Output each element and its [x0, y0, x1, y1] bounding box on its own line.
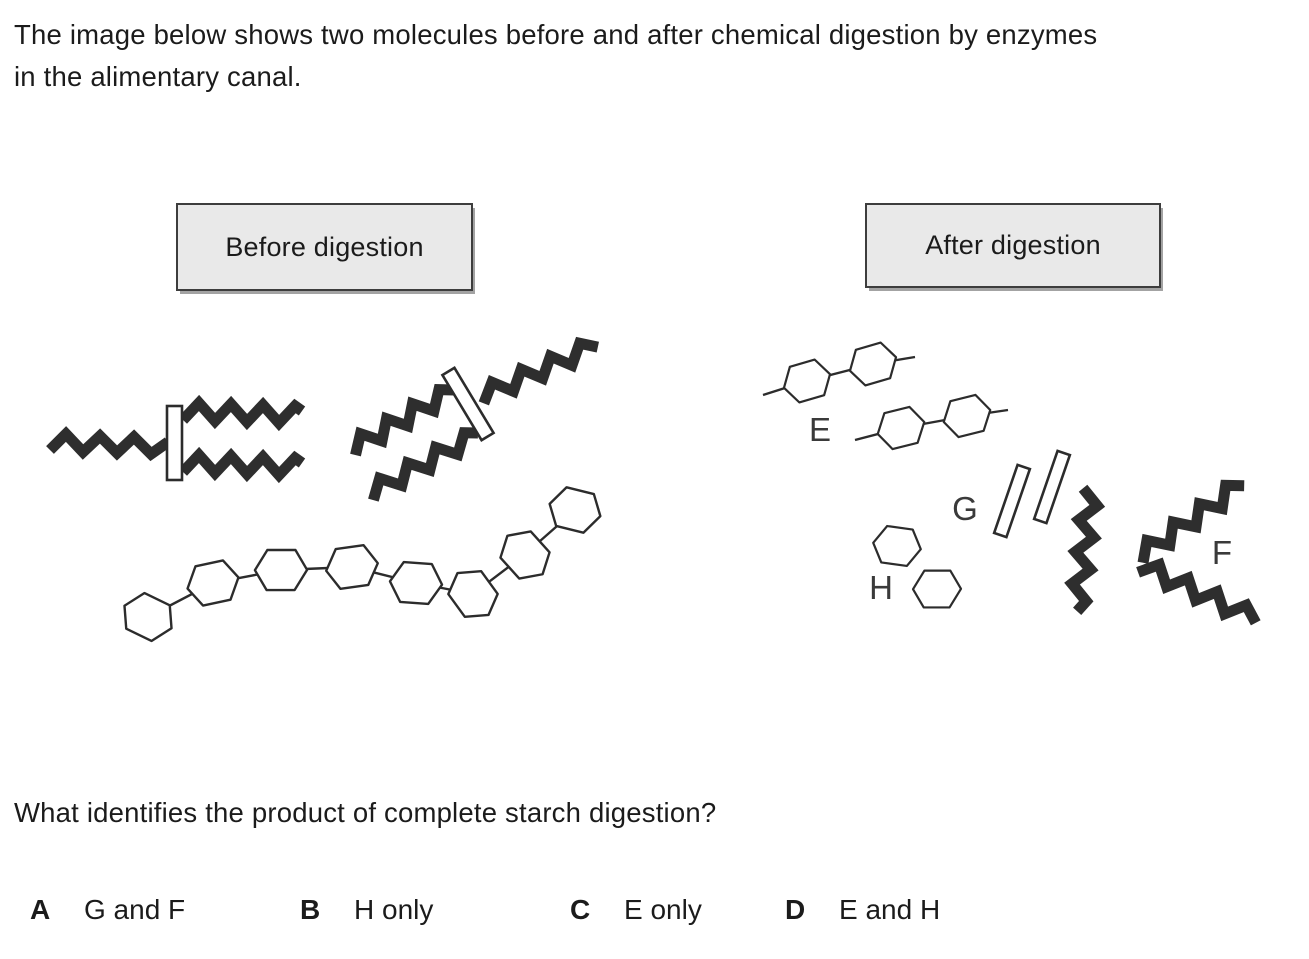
glucose-ring	[183, 557, 243, 609]
fatty-acid-chain	[1136, 557, 1261, 626]
glucose-ring	[386, 557, 446, 609]
after-disaccharides-e: E	[762, 339, 1009, 453]
label-h: H	[869, 569, 893, 606]
after-digestion-label-box: After digestion	[865, 203, 1161, 288]
option-c[interactable]: C E only	[570, 894, 702, 926]
sugar-ring	[910, 566, 964, 612]
glucose-ring	[252, 546, 310, 594]
after-glucose-h: H	[868, 521, 964, 612]
glycerol-bar	[440, 366, 496, 442]
option-b-letter: B	[300, 894, 321, 925]
glucose-ring	[440, 559, 506, 629]
before-fat-molecule-diagonal	[350, 336, 600, 502]
option-d[interactable]: D E and H	[785, 894, 940, 926]
fatty-acid-chain	[1064, 484, 1106, 616]
after-digestion-label: After digestion	[925, 230, 1101, 260]
before-digestion-label-box: Before digestion	[176, 203, 473, 291]
after-fatty-acids-f: F	[1064, 479, 1261, 626]
glycerol-bar	[1032, 449, 1072, 525]
fatty-acid-chain	[178, 446, 306, 484]
fatty-acid-chain	[350, 383, 455, 457]
before-fat-molecule-horizontal	[46, 394, 306, 484]
question-intro: The image below shows two molecules befo…	[14, 14, 1097, 98]
question-text: What identifies the product of complete …	[14, 797, 717, 828]
option-a-letter: A	[30, 894, 51, 925]
label-e: E	[809, 411, 831, 448]
option-c-letter: C	[570, 894, 591, 925]
intro-line-2: in the alimentary canal.	[14, 61, 302, 92]
before-starch-molecule	[113, 480, 608, 650]
sugar-ring	[868, 521, 926, 571]
option-d-text: E and H	[839, 894, 941, 925]
fatty-acid-chain	[368, 427, 479, 502]
option-a[interactable]: A G and F	[30, 894, 185, 926]
sugar-ring	[844, 339, 902, 389]
sugar-ring	[872, 403, 930, 453]
glycerol-bar	[165, 404, 184, 482]
label-g: G	[952, 490, 978, 527]
before-digestion-label: Before digestion	[225, 231, 424, 262]
option-a-text: G and F	[84, 894, 186, 925]
sugar-ring	[938, 391, 996, 441]
fatty-acid-chain	[178, 394, 306, 432]
fatty-acid-chain	[1137, 479, 1245, 564]
option-c-text: E only	[624, 894, 702, 925]
sugar-ring	[778, 356, 836, 406]
glucose-ring	[113, 584, 183, 650]
option-b-text: H only	[354, 894, 434, 925]
glucose-ring	[491, 520, 559, 590]
option-b[interactable]: B H only	[300, 894, 433, 926]
glucose-ring	[323, 543, 381, 591]
glycerol-bar	[992, 463, 1032, 539]
fatty-acid-chain	[46, 426, 172, 462]
option-d-letter: D	[785, 894, 806, 925]
fatty-acid-chain	[478, 336, 600, 406]
intro-line-1: The image below shows two molecules befo…	[14, 19, 1098, 50]
after-glycerol-g: G	[952, 449, 1072, 539]
label-f: F	[1212, 534, 1232, 571]
